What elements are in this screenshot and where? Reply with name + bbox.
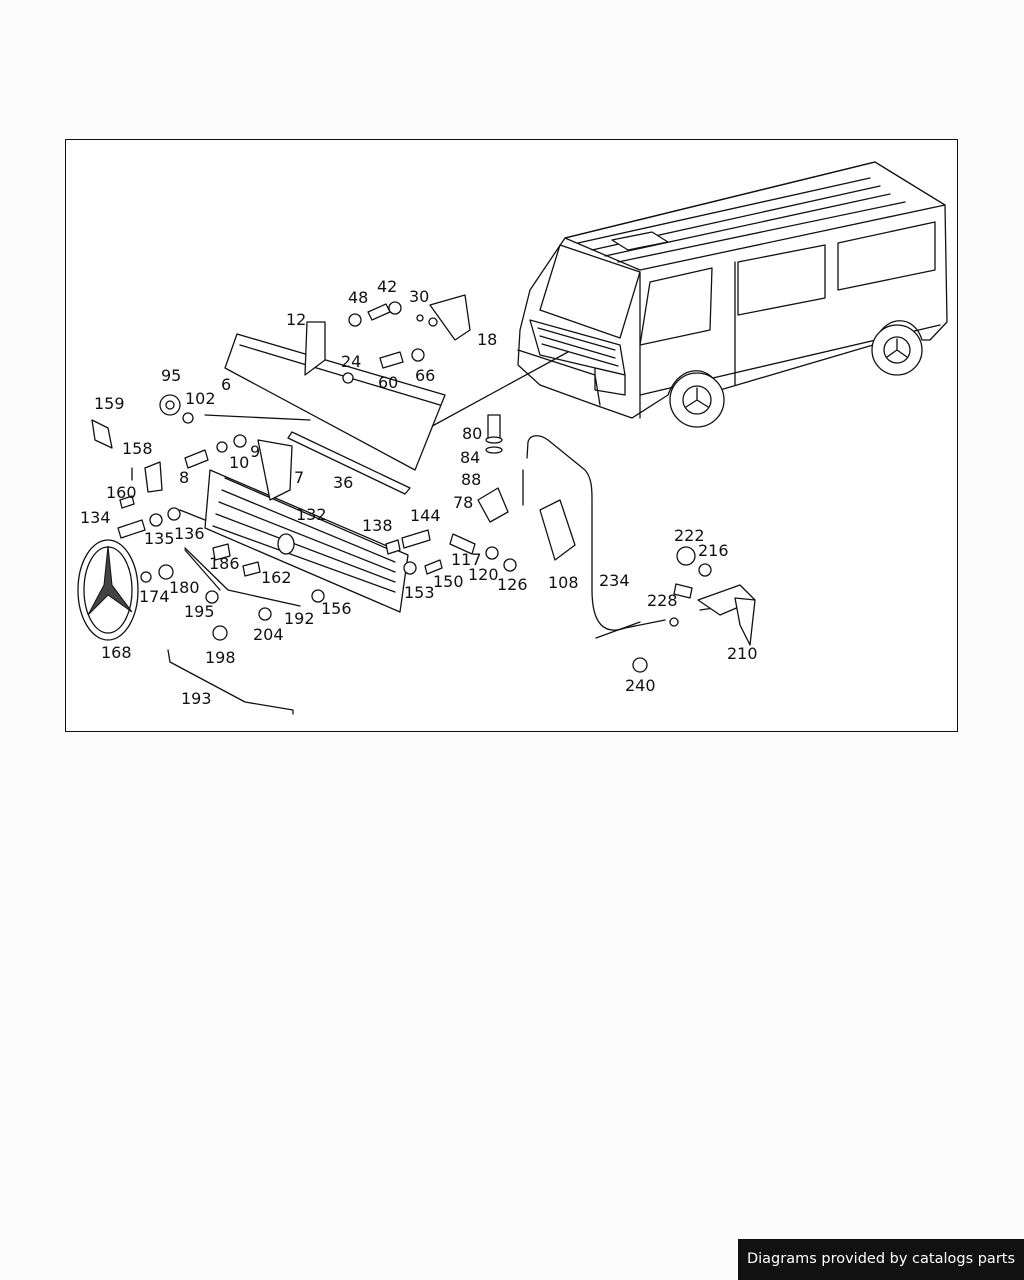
leader-line — [131, 351, 736, 639]
part-label: 153 — [404, 583, 435, 602]
part-label: 192 — [284, 609, 315, 628]
part-label: 80 — [462, 424, 482, 443]
cables-and-rods — [167, 435, 666, 715]
part-label: 168 — [101, 643, 132, 662]
part-label: 174 — [139, 587, 170, 606]
part-label: 78 — [453, 493, 473, 512]
part-label: 48 — [348, 288, 368, 307]
part-label: 150 — [433, 572, 464, 591]
part-label: 8 — [179, 468, 189, 487]
part-label: 6 — [221, 375, 231, 394]
part-label: 135 — [144, 529, 175, 548]
part-label: 136 — [174, 524, 205, 543]
part-label: 193 — [181, 689, 212, 708]
part-label: 30 — [409, 287, 429, 306]
part-label: 144 — [410, 506, 441, 525]
part-label: 228 — [647, 591, 678, 610]
part-label: 7 — [294, 468, 304, 487]
credit-banner: Diagrams provided by catalogs parts — [738, 1239, 1024, 1280]
part-label: 36 — [333, 473, 353, 492]
part-label: 66 — [415, 366, 435, 385]
part-label: 216 — [698, 541, 729, 560]
part-label: 162 — [261, 568, 292, 587]
part-label: 95 — [161, 366, 181, 385]
part-label: 9 — [250, 442, 260, 461]
part-label: 138 — [362, 516, 393, 535]
part-label: 180 — [169, 578, 200, 597]
part-label: 60 — [378, 373, 398, 392]
front-panel-assembly — [91, 294, 471, 613]
hardware-parts — [117, 301, 756, 673]
part-label: 132 — [296, 505, 327, 524]
part-label: 159 — [94, 394, 125, 413]
part-label: 204 — [253, 625, 284, 644]
part-label: 158 — [122, 439, 153, 458]
part-label: 42 — [377, 277, 397, 296]
part-label: 102 — [185, 389, 216, 408]
part-label: 210 — [727, 644, 758, 663]
part-label: 88 — [461, 470, 481, 489]
part-label: 24 — [341, 352, 361, 371]
part-label: 134 — [80, 508, 111, 527]
part-label: 84 — [460, 448, 480, 467]
part-label: 234 — [599, 571, 630, 590]
part-label: 120 — [468, 565, 499, 584]
part-label: 186 — [209, 554, 240, 573]
part-label: 156 — [321, 599, 352, 618]
part-label: 10 — [229, 453, 249, 472]
part-label: 160 — [106, 483, 137, 502]
van-illustration — [517, 161, 948, 428]
part-label: 126 — [497, 575, 528, 594]
star-emblem — [77, 539, 139, 641]
part-label: 240 — [625, 676, 656, 695]
part-label: 108 — [548, 573, 579, 592]
part-label: 198 — [205, 648, 236, 667]
part-label: 195 — [184, 602, 215, 621]
part-label: 222 — [674, 526, 705, 545]
part-labels: 12 48 42 30 18 24 60 66 95 6 102 159 158… — [80, 277, 758, 708]
part-label: 12 — [286, 310, 306, 329]
part-label: 18 — [477, 330, 497, 349]
part-label: 117 — [451, 550, 482, 569]
